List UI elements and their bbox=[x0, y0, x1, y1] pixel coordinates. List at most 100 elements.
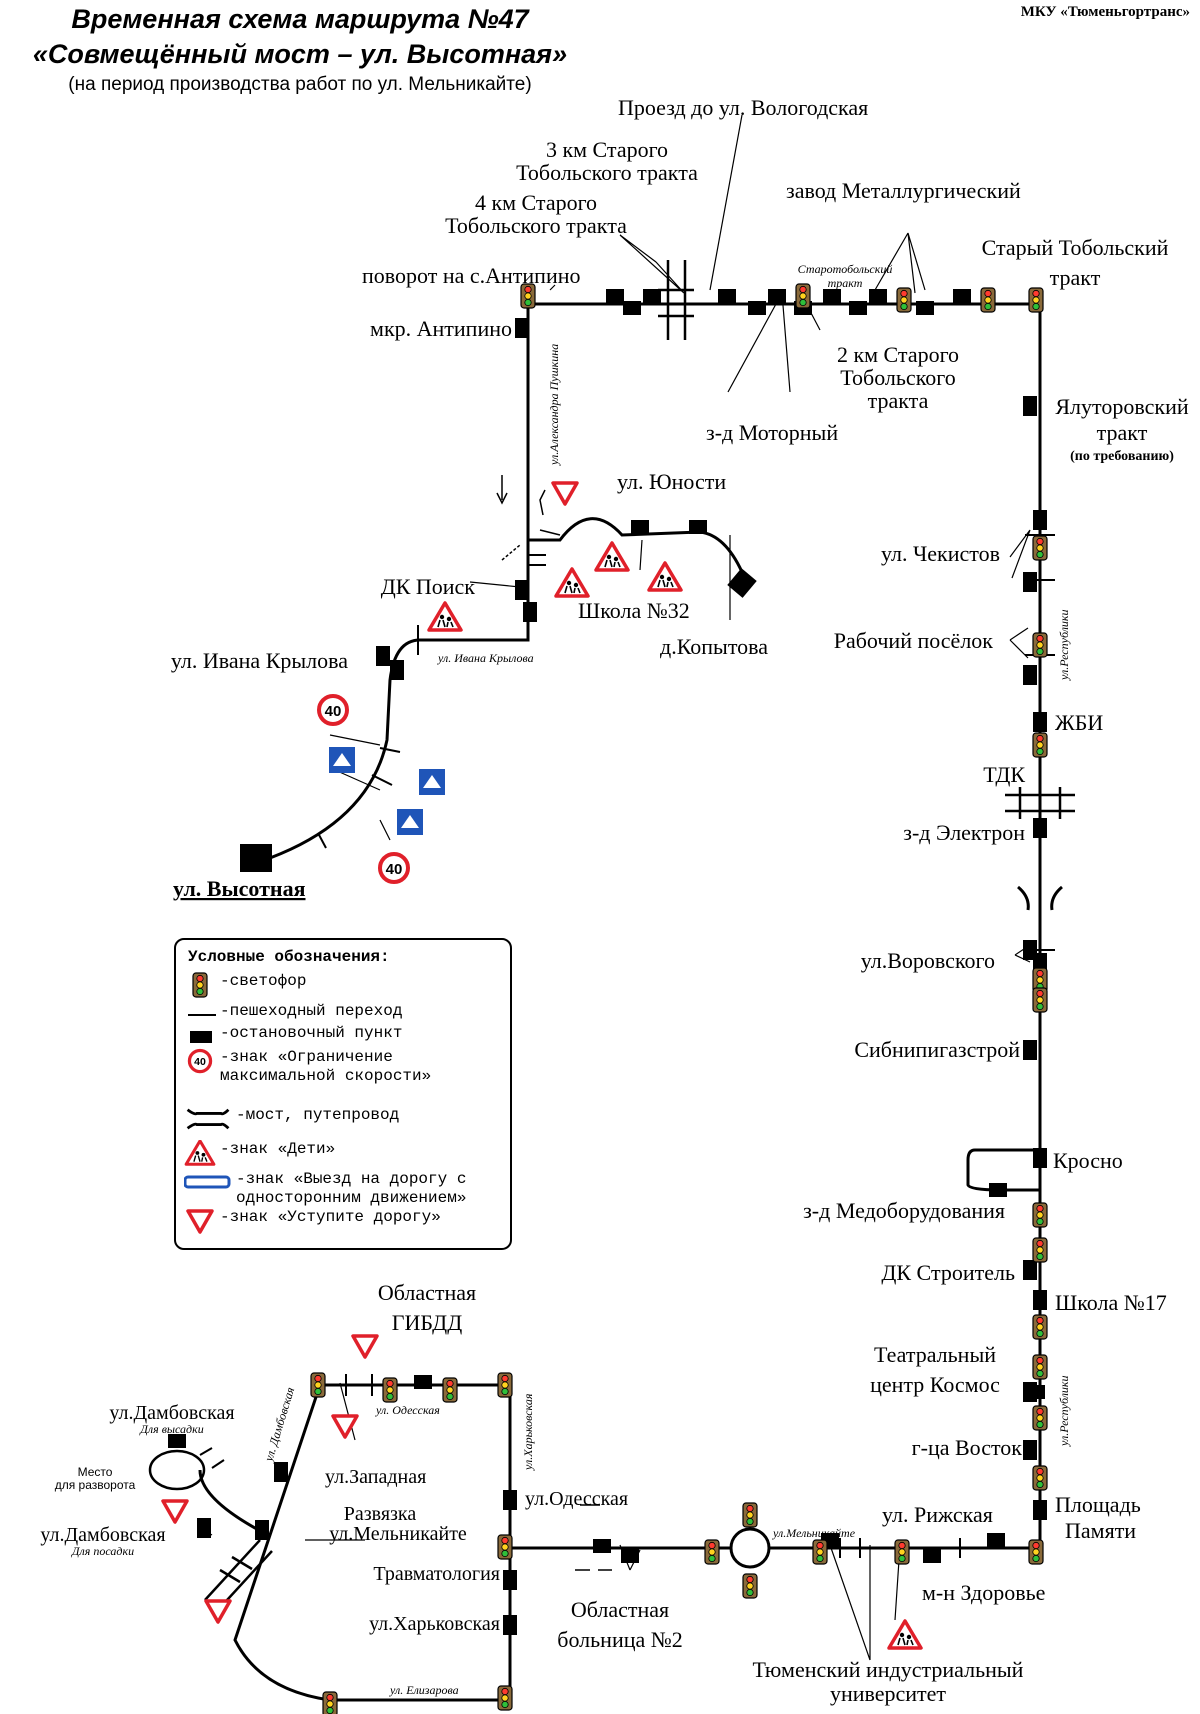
stop-yalutorovsky-note: (по требованию) bbox=[1070, 449, 1174, 464]
street-melnikaite: ул.Мельникайте bbox=[772, 1526, 856, 1540]
stop-stary-tobolsky: Старый Тобольский bbox=[982, 235, 1169, 260]
stop-gca-vostok: г-ца Восток bbox=[912, 1435, 1023, 1460]
yield-sign-icon bbox=[186, 1209, 214, 1234]
stop-odesskaya: ул.Одесская bbox=[525, 1488, 628, 1510]
street-starotobolsky: Старотобольский bbox=[798, 262, 893, 276]
one-way-sign-icon bbox=[184, 1175, 231, 1189]
stop-teatr-2: центр Космос bbox=[870, 1372, 1000, 1397]
stop-proezd-vologodskaya: Проезд до ул. Вологодская bbox=[618, 95, 868, 120]
organization-name: МКУ «Тюменьгортранс» bbox=[1020, 4, 1190, 20]
stop-dk-stroitel: ДК Строитель bbox=[881, 1260, 1015, 1285]
route-title: Временная схема маршрута №47 «Совмещённы… bbox=[32, 4, 568, 69]
stop-gibdd-2: ГИБДД bbox=[392, 1310, 462, 1335]
street-ivana-krylova: ул. Ивана Крылова bbox=[437, 651, 534, 665]
roundabout bbox=[729, 1527, 771, 1569]
stop-dk-poisk: ДК Поиск bbox=[381, 574, 476, 599]
stop-ploshchad-pamyati-2: Памяти bbox=[1065, 1518, 1136, 1543]
bridge-icon bbox=[1017, 885, 1063, 911]
street-elizarova: ул. Елизарова bbox=[389, 1683, 459, 1697]
stop-ploshchad-pamyati: Площадь bbox=[1055, 1492, 1141, 1517]
stop-m-n-zdorovye: м-н Здоровье bbox=[922, 1580, 1045, 1605]
street-respubliki-2: ул.Республики bbox=[1057, 1375, 1071, 1447]
uturn-place-2: для разворота bbox=[55, 1478, 136, 1492]
stop-yunosti: ул. Юности bbox=[617, 469, 726, 494]
legend: Условные обозначения: -светофор -пешеход… bbox=[174, 938, 512, 1250]
stop-2km-2: Тобольского bbox=[840, 365, 956, 390]
legend-one-way: -знак «Выезд на дорогу с односторонним д… bbox=[184, 1170, 466, 1208]
stop-gibdd: Областная bbox=[378, 1280, 476, 1305]
stop-vorovskogo: ул.Воровского bbox=[861, 948, 995, 973]
stop-krosno: Кросно bbox=[1053, 1148, 1123, 1173]
crosswalk-icon bbox=[188, 1014, 216, 1016]
stop-razvyazka: Развязка bbox=[344, 1503, 417, 1525]
street-pushkina: ул.Александра Пушкина bbox=[547, 344, 561, 466]
legend-yield: -знак «Уступите дорогу» bbox=[184, 1208, 441, 1234]
traffic-light-icon bbox=[192, 972, 208, 998]
stop-dambovskaya-posadka-note: Для посадки bbox=[71, 1544, 134, 1558]
terminal-stop-kopytova bbox=[727, 568, 757, 598]
stop-kharkovskaya: ул.Харьковская bbox=[369, 1613, 500, 1635]
stop-povorot-antipino: поворот на с.Антипино bbox=[362, 263, 581, 288]
stop-bolnitsa-2: больница №2 bbox=[557, 1627, 683, 1652]
speed-limit-sign-value: 40 bbox=[325, 703, 342, 720]
stop-sibnipigazstroy: Сибнипигазстрой bbox=[854, 1037, 1020, 1062]
street-respubliki: ул.Республики bbox=[1057, 609, 1071, 681]
label-leaders bbox=[199, 114, 1031, 1661]
stop-zapadnaya: ул.Западная bbox=[325, 1466, 426, 1488]
stop-yalutorovsky-2: тракт bbox=[1097, 420, 1148, 445]
stop-kopytova: д.Копытова bbox=[660, 634, 768, 659]
street-kharkovskaya: ул.Харьковская bbox=[521, 1393, 535, 1471]
stop-2km-3: тракта bbox=[868, 388, 929, 413]
stop-bolnitsa: Областная bbox=[571, 1597, 669, 1622]
crosswalk-marks bbox=[199, 534, 1055, 1558]
stop-stary-tobolsky-2: тракт bbox=[1050, 265, 1101, 290]
stop-zd-medoborudovaniya: з-д Медоборудования bbox=[803, 1198, 1005, 1223]
speed-limit-icon: 40 bbox=[187, 1048, 213, 1074]
legend-traffic-light: -светофор bbox=[184, 972, 306, 998]
road-signs: 40 40 bbox=[161, 481, 923, 1650]
uturn-place: Место bbox=[78, 1465, 113, 1479]
stop-dambovskaya-posadka: ул.Дамбовская bbox=[40, 1524, 165, 1546]
stop-tdk: ТДК bbox=[983, 762, 1025, 787]
stop-rabochy-posyolok: Рабочий посёлок bbox=[834, 628, 994, 653]
street-dambovskaya: ул. Дамбовская bbox=[261, 1385, 297, 1464]
stop-3km-2: Тобольского тракта bbox=[516, 160, 698, 185]
stop-4km: 4 км Старого bbox=[475, 190, 597, 215]
bridge-icon bbox=[186, 1108, 230, 1130]
legend-crosswalk: -пешеходный переход bbox=[184, 1002, 402, 1028]
stop-yalutorovsky: Ялуторовский bbox=[1055, 394, 1188, 419]
stop-travmatologiya: Травматология bbox=[373, 1563, 500, 1585]
stop-universitet-2: университет bbox=[830, 1681, 946, 1706]
stop-universitet: Тюменский индустриальный bbox=[753, 1657, 1024, 1682]
route-subtitle: (на период производства работ по ул. Мел… bbox=[68, 74, 532, 95]
legend-children: -знак «Дети» bbox=[184, 1140, 335, 1166]
street-odesskaya: ул. Одесская bbox=[375, 1403, 440, 1417]
stop-4km-2: Тобольского тракта bbox=[445, 213, 627, 238]
stop-3km: 3 км Старого bbox=[546, 137, 668, 162]
stop-dambovskaya-vysadka-note: Для высадки bbox=[139, 1422, 203, 1436]
stop-labels: Проезд до ул. Вологодская 3 км Старого Т… bbox=[40, 95, 1188, 1706]
legend-stop: -остановочный пункт bbox=[184, 1024, 402, 1050]
legend-title: Условные обозначения: bbox=[188, 948, 390, 966]
stop-rizhskaya: ул. Рижская bbox=[882, 1502, 993, 1527]
stop-2km: 2 км Старого bbox=[837, 342, 959, 367]
stop-dambovskaya-vysadka: ул.Дамбовская bbox=[109, 1402, 234, 1424]
speed-limit-sign-value: 40 bbox=[386, 861, 403, 878]
svg-text:40: 40 bbox=[194, 1056, 206, 1068]
stop-shkola-32: Школа №32 bbox=[578, 598, 690, 623]
stop-razvyazka-2: ул.Мельникайте bbox=[329, 1523, 467, 1545]
legend-bridge: -мост, путепровод bbox=[184, 1106, 399, 1132]
stop-teatr: Театральный bbox=[874, 1342, 996, 1367]
stop-zavod-metallurg: завод Металлургический bbox=[786, 178, 1021, 203]
terminal-stop-vysotnaya bbox=[240, 844, 272, 872]
stop-shkola-17: Школа №17 bbox=[1055, 1290, 1167, 1315]
children-sign-icon bbox=[184, 1140, 216, 1166]
stop-chekistov: ул. Чекистов bbox=[881, 541, 1000, 566]
railway-crossing bbox=[204, 260, 1075, 1612]
street-starotobolsky-2: тракт bbox=[828, 276, 863, 290]
stop-zhbi: ЖБИ bbox=[1055, 710, 1103, 735]
stop-mkr-antipino: мкр. Антипино bbox=[370, 316, 512, 341]
legend-speed-limit: 40 -знак «Ограничение максимальной скоро… bbox=[184, 1048, 431, 1086]
stop-zd-motorny: з-д Моторный bbox=[706, 420, 838, 445]
